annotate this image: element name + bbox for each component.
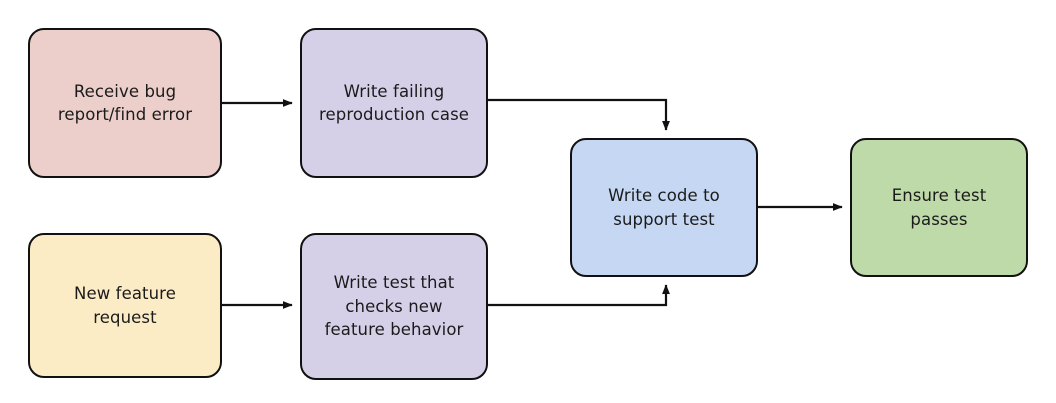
node-label-write-failing-reproduction-case: Write failing reproduction case	[318, 81, 470, 124]
node-label-receive-bug-report: Receive bug report/find error	[57, 81, 193, 124]
node-receive-bug-report[interactable]: Receive bug report/find error	[28, 28, 222, 178]
node-label-ensure-test-passes: Ensure test passes	[891, 186, 987, 229]
node-write-failing-reproduction-case[interactable]: Write failing reproduction case	[300, 28, 488, 178]
node-write-code-to-support-test[interactable]: Write code to support test	[570, 138, 758, 277]
node-ensure-test-passes[interactable]: Ensure test passes	[850, 138, 1028, 277]
node-label-write-test-checks-new-feature: Write test that checks new feature behav…	[324, 273, 464, 340]
node-label-new-feature-request: New feature request	[74, 284, 176, 327]
node-label-write-code-to-support-test: Write code to support test	[608, 186, 720, 229]
connector-failing-case-to-write-code	[488, 98, 670, 131]
node-new-feature-request[interactable]: New feature request	[28, 233, 222, 378]
node-write-test-checks-new-feature[interactable]: Write test that checks new feature behav…	[300, 233, 488, 380]
connector-write-test-to-write-code	[488, 284, 670, 307]
